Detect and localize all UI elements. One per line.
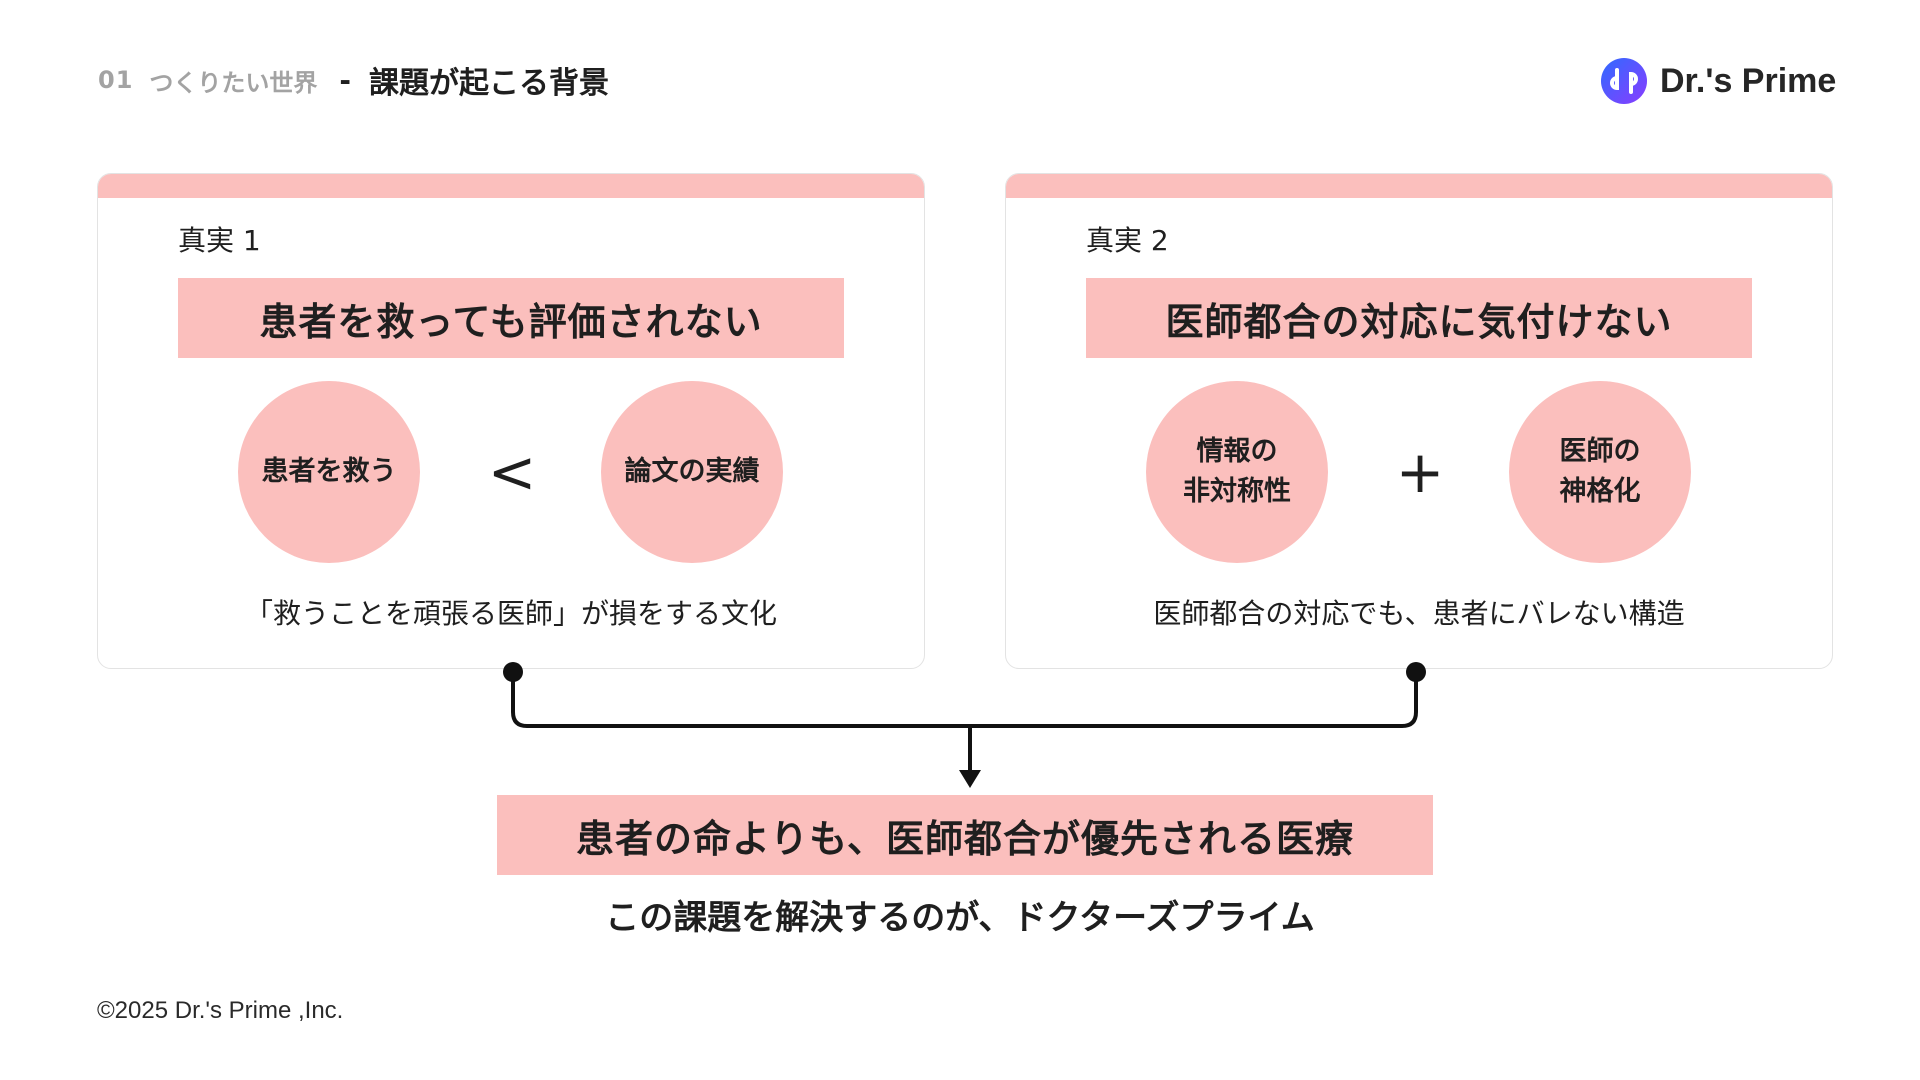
plus-operator: + [1395,438,1445,506]
result-headline: 患者の命よりも、医師都合が優先される医療 [497,795,1433,875]
page-title: 課題が起こる背景 [369,66,610,101]
circle-paper-achievements: 論文の実績 [601,381,783,563]
circle-text: 患者を救う [261,455,397,487]
circle-text-line: 医師の [1559,435,1641,467]
card-accent-bar [1006,174,1832,198]
section-number: 01 [98,66,134,94]
circle-text: 論文の実績 [624,455,760,487]
card-label: 真実 2 [1086,224,1169,257]
logo-text: Dr.'s Prime [1660,61,1837,100]
card-caption: 「救うことを頑張る医師」が損をする文化 [244,597,777,630]
circle-save-patient: 患者を救う [238,381,420,563]
card-caption: 医師都合の対応でも、患者にバレない構造 [1153,597,1685,630]
card-accent-bar [98,174,924,198]
section-name: つくりたい世界 [149,68,318,97]
brand-logo: Dr.'s Prime [1600,55,1836,107]
truth-card-1: 真実 1 患者を救っても評価されない 患者を救う < 論文の実績 「救うことを頑… [97,173,925,669]
circle-text-line: 情報の [1196,435,1278,467]
truth-card-2: 真実 2 医師都合の対応に気付けない 情報の 非対称性 + 医師の 神格化 医師… [1005,173,1833,669]
card-headline: 患者を救っても評価されない [178,278,844,358]
logo-mark-icon [1601,58,1647,104]
result-tagline: この課題を解決するのが、ドクターズプライム [605,898,1315,938]
card-label: 真実 1 [178,224,261,257]
arrow-down-icon [959,770,981,788]
less-than-operator: < [487,438,537,506]
circle-text-line: 神格化 [1559,476,1641,507]
connector-line [511,672,1418,728]
page-header: 01 つくりたい世界 - 課題が起こる背景 [98,58,609,102]
circle-doctor-deification: 医師の 神格化 [1509,381,1691,563]
circle-text-line: 非対称性 [1183,476,1291,507]
header-separator: - [339,63,352,97]
copyright: ©2025 Dr.'s Prime ,Inc. [97,997,344,1024]
circle-information-asymmetry: 情報の 非対称性 [1146,381,1328,563]
card-headline: 医師都合の対応に気付けない [1086,278,1752,358]
